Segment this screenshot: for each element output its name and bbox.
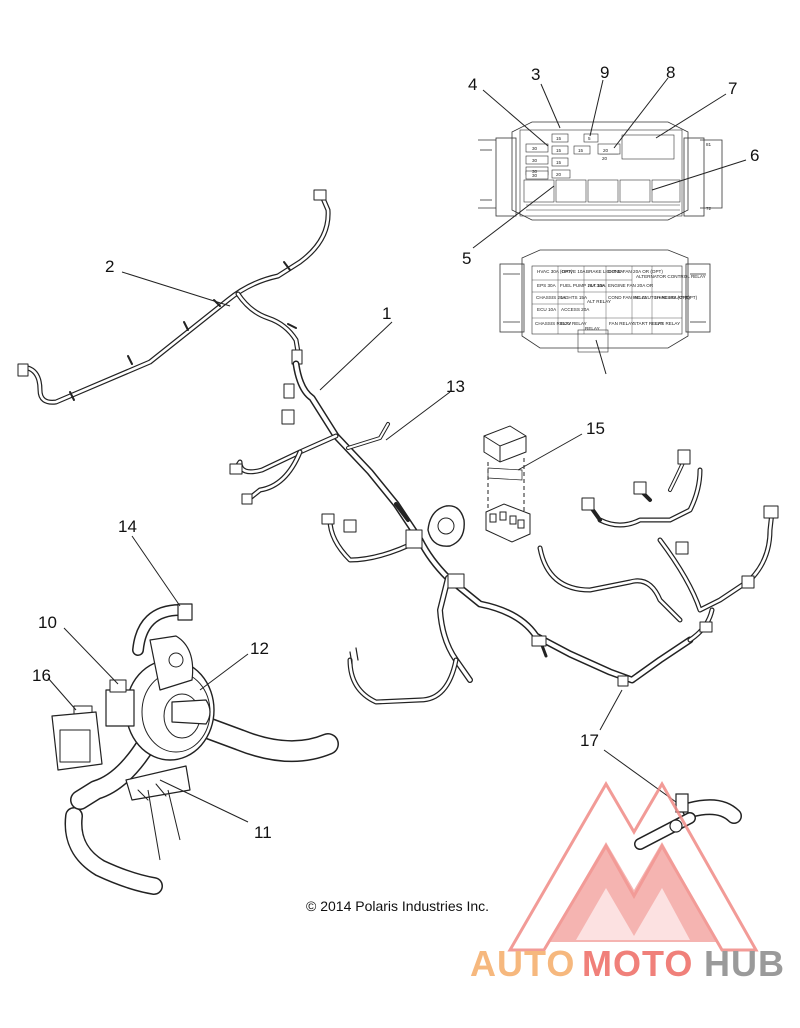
harness-item-2	[17, 189, 331, 405]
callout-7: 7	[728, 79, 737, 98]
hvac-assembly	[51, 603, 339, 895]
callout-11: 11	[254, 823, 272, 842]
leader-lines	[47, 77, 747, 861]
watermark-text: AUTO MOTO HUB	[470, 943, 785, 984]
callout-9: 9	[600, 63, 609, 82]
fuse-label: AC CLUTCH RELAY (OPT)	[634, 295, 690, 300]
fuse-label: START RELAY	[633, 321, 664, 326]
callout-14: 14	[118, 517, 137, 536]
fuse-label: DRIVE 10A	[562, 269, 586, 274]
fuse-label: HVAC RELAY (OPT)	[655, 295, 698, 300]
fuse-label: ALT RELAY	[587, 299, 611, 304]
fuse-label: FAN RELAY	[609, 321, 634, 326]
fuse-label: CHASSIS RELAY	[535, 321, 571, 326]
fuse-rating: 30	[532, 146, 538, 151]
watermark-inner-shape	[576, 888, 690, 940]
fuse-label: RELAY	[585, 326, 600, 331]
fuse-rating: 20	[603, 148, 609, 153]
callout-numbers: 1 2 3 4 5 6 7 8 9 10 11 12 13 14 15 16 1…	[32, 63, 759, 842]
side-code: 72	[706, 206, 712, 211]
fuse-cover-labels: HVAC 30A (OPT) DRIVE 10A BRAKE LIGHT 5A …	[535, 269, 706, 331]
callout-4: 4	[468, 75, 477, 94]
watermark-moto: MOTO	[582, 943, 693, 984]
fuse-label: ECU RELAY	[561, 321, 587, 326]
fuse-box-top	[478, 121, 723, 221]
fuse-slots	[525, 133, 621, 180]
callout-15: 15	[586, 419, 605, 438]
copyright-notice: © 2014 Polaris Industries Inc.	[306, 898, 490, 914]
fuse-label: ALT 15A	[588, 283, 606, 288]
fuse-rating: 30	[532, 173, 538, 178]
callout-8: 8	[666, 63, 675, 82]
callout-5: 5	[462, 249, 471, 268]
fuse-label: ALTERNATOR CONTROL RELAY	[636, 274, 706, 279]
fuse-ratings: 30 30 30 30 20 20 15 15 15 15 20 5 81 72	[532, 136, 712, 211]
callout-3: 3	[531, 65, 540, 84]
fuse-rating: 20	[602, 156, 608, 161]
watermark-auto: AUTO	[470, 943, 575, 984]
side-code: 81	[706, 142, 712, 147]
fuse-rating: 15	[556, 148, 562, 153]
fuse-label: COND FAN 20A OR (OPT)	[608, 269, 663, 274]
watermark-logo-icon	[507, 780, 759, 952]
fuse-rating: 15	[556, 136, 562, 141]
callout-6: 6	[750, 146, 759, 165]
fuse-rating: 30	[532, 169, 538, 174]
fuse-rating: 20	[556, 172, 562, 177]
fuse-label: CHASSIS 20A	[536, 295, 567, 300]
fuse-rating: 15	[578, 148, 584, 153]
relay-block-item-15	[483, 425, 531, 543]
watermark-hub: HUB	[704, 943, 785, 984]
fuse-box-cover	[499, 249, 711, 353]
fuse-label: EPS 30A	[537, 283, 557, 288]
callout-16: 16	[32, 666, 51, 685]
fuse-label: BRAKE LIGHT 5A	[586, 269, 624, 274]
fuse-rating: 30	[532, 158, 538, 163]
fuse-rating: 5	[588, 136, 591, 141]
callout-10: 10	[38, 613, 57, 632]
harness-item-17	[634, 793, 742, 850]
callout-1: 1	[382, 304, 391, 323]
fuse-label: ENGINE FAN 20A OR	[608, 283, 654, 288]
callout-17: 17	[580, 731, 599, 750]
callout-13: 13	[446, 377, 465, 396]
fuse-label: HVAC 30A (OPT)	[537, 269, 573, 274]
fuse-label: EPS RELAY	[655, 321, 680, 326]
fuse-label: LIGHTS 15A	[561, 295, 588, 300]
harness-item-1	[229, 360, 779, 705]
watermark-triangle-fill	[548, 842, 718, 942]
fuse-label: ECU 10A	[537, 307, 557, 312]
fuse-label: COND FAN RELAY	[608, 295, 648, 300]
fuse-rating: 15	[556, 160, 562, 165]
callout-12: 12	[250, 639, 269, 658]
fuse-label: ACCESS 20A	[561, 307, 590, 312]
callout-2: 2	[105, 257, 114, 276]
fuse-label: FUEL PUMP 15A 30A	[560, 283, 606, 288]
